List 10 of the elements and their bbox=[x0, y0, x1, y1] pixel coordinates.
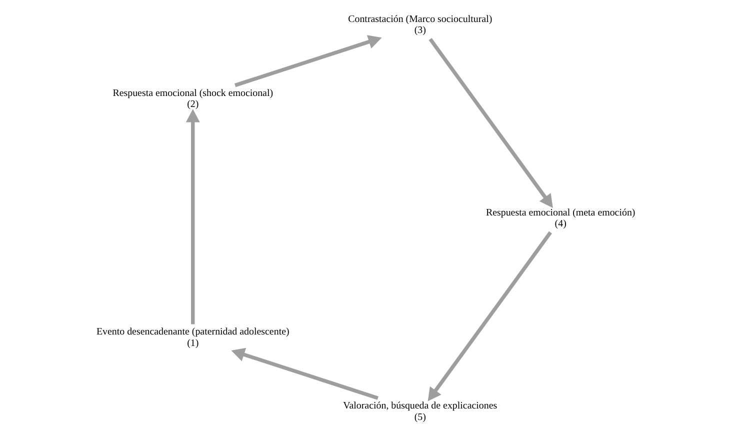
arrow bbox=[428, 230, 552, 401]
arrow bbox=[231, 347, 378, 400]
node-text: Respuesta emocional (meta emoción) (4) bbox=[486, 206, 636, 229]
node-text: Respuesta emocional (shock emocional) (2) bbox=[112, 87, 274, 110]
node-text: Evento desencadenante (paternidad adolescente) (1) bbox=[96, 326, 290, 348]
arrow bbox=[234, 34, 382, 87]
node-text: Contrastación (Marco sociocultural) (3) bbox=[348, 13, 492, 36]
arrow bbox=[186, 108, 200, 324]
arrow bbox=[428, 37, 553, 208]
node-text: Valoración, búsqueda de explicaciones (5) bbox=[343, 400, 498, 422]
